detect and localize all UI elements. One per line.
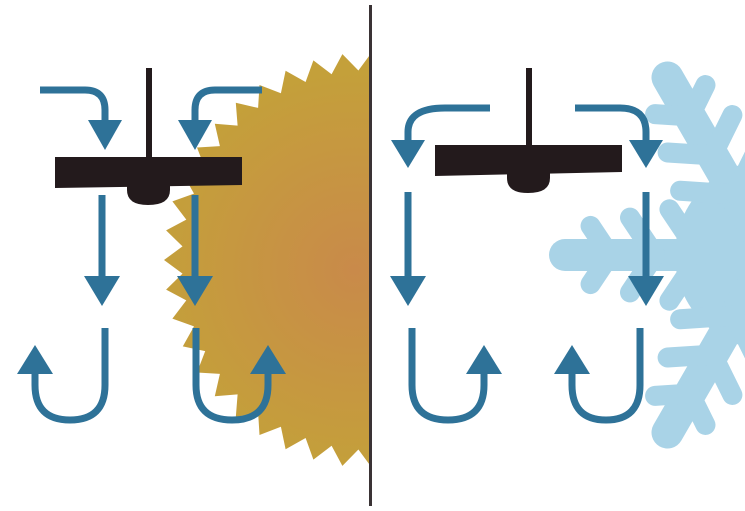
arrowhead	[554, 345, 590, 374]
summer-panel	[17, 52, 580, 468]
panel-divider	[369, 5, 372, 506]
arrowhead	[88, 120, 122, 150]
arrowhead	[390, 276, 426, 306]
ceiling-fan	[435, 68, 622, 193]
arrowhead	[84, 276, 120, 306]
fan-motor-housing	[127, 160, 170, 205]
winter-panel	[390, 68, 745, 433]
arrowhead	[391, 140, 425, 168]
airflow-arrow	[408, 108, 490, 142]
arrowhead	[17, 345, 53, 374]
fan-downrod	[146, 68, 152, 160]
arrowhead	[466, 345, 502, 374]
airflow-arrow	[575, 108, 646, 142]
arrowhead	[178, 120, 212, 150]
airflow-arrow	[40, 90, 105, 122]
fan-motor-housing	[507, 150, 550, 193]
snowflake-icon	[565, 77, 745, 432]
